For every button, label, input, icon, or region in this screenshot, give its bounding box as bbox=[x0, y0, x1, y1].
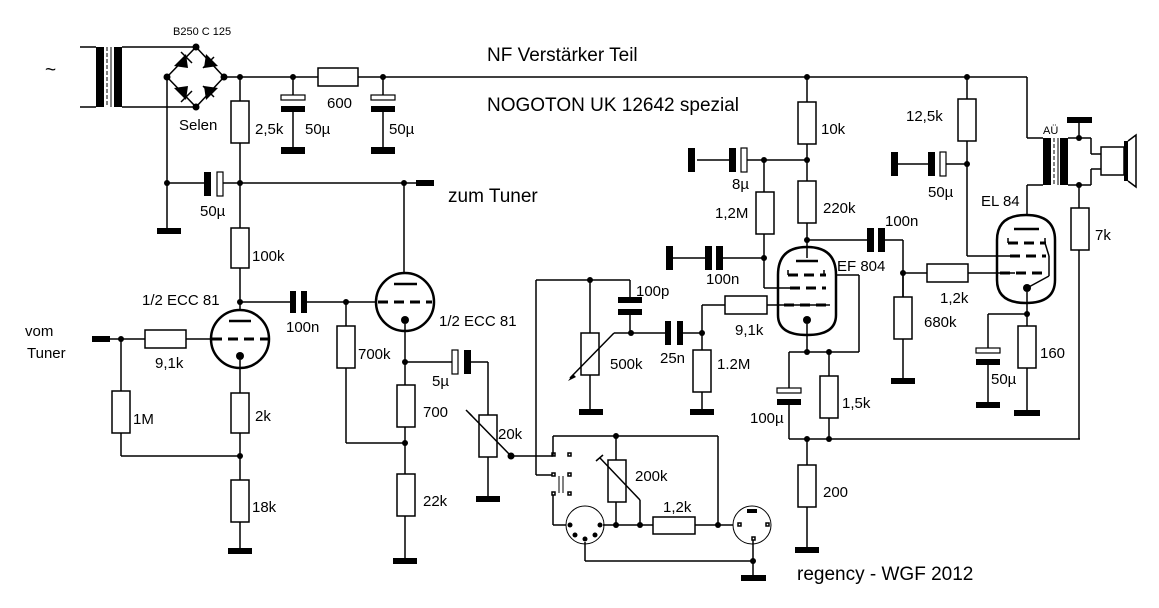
resistor-18k bbox=[230, 479, 250, 523]
resistor-label: 220k bbox=[823, 200, 856, 217]
resistor-label: 700k bbox=[358, 346, 391, 363]
resistor-label: 1,5k bbox=[842, 395, 871, 412]
tube-label: 1/2 ECC 81 bbox=[142, 292, 220, 309]
capacitor-label: 25n bbox=[660, 350, 685, 367]
capacitor-label: 100µ bbox=[750, 410, 784, 427]
capacitor-label: 100n bbox=[286, 319, 319, 336]
mains-transformer-icon bbox=[80, 46, 196, 108]
resistor-10k bbox=[797, 101, 817, 145]
resistor-220k bbox=[797, 180, 817, 224]
din-socket-icon[interactable] bbox=[732, 505, 772, 545]
din-socket-icon[interactable] bbox=[565, 505, 605, 545]
stage-3-pentode: 10k 220k 8µ 1,2M 100n bbox=[666, 77, 1080, 553]
resistor-1-2k-io bbox=[652, 516, 696, 535]
capacitor-label: 100p bbox=[636, 283, 669, 300]
resistor-label: 100k bbox=[252, 248, 285, 265]
capacitor-label: 50µ bbox=[305, 121, 331, 138]
resistor-700 bbox=[396, 384, 416, 428]
resistor-160 bbox=[1017, 325, 1037, 369]
capacitor-label: 50µ bbox=[389, 121, 415, 138]
triode-tube-icon bbox=[374, 271, 436, 333]
stage-1-preamp: vom Tuner 9,1k 1M 1/2 ECC 81 100k 100n bbox=[25, 183, 375, 554]
tube-label: 1/2 ECC 81 bbox=[439, 313, 517, 330]
resistor-label: 1M bbox=[133, 411, 154, 428]
speaker-icon bbox=[1090, 133, 1137, 189]
resistor-200 bbox=[797, 464, 817, 508]
resistor-label: 160 bbox=[1040, 345, 1065, 362]
resistor-680k bbox=[893, 296, 913, 340]
resistor-1-5k bbox=[819, 375, 839, 419]
from-tuner-label: Tuner bbox=[27, 345, 66, 362]
credit-label: regency - WGF 2012 bbox=[797, 564, 973, 585]
resistor-1m bbox=[111, 390, 131, 434]
potentiometer-label: 500k bbox=[610, 356, 643, 373]
potentiometer-label: 200k bbox=[635, 468, 668, 485]
triode-tube-icon bbox=[209, 308, 271, 370]
resistor-12-5k bbox=[957, 98, 977, 142]
from-tuner-label: vom bbox=[25, 323, 53, 340]
capacitor-label: 8µ bbox=[732, 176, 749, 193]
resistor-label: 1,2k bbox=[663, 499, 692, 516]
output-transformer-icon bbox=[1043, 117, 1092, 188]
subtitle-label: NOGOTON UK 12642 spezial bbox=[487, 95, 739, 116]
resistor-label: 1.2M bbox=[717, 356, 750, 373]
resistor-label: 2k bbox=[255, 408, 271, 425]
selen-label: Selen bbox=[179, 117, 217, 134]
capacitor-label: 50µ bbox=[928, 184, 954, 201]
resistor-7k bbox=[1070, 207, 1090, 251]
tube-label: EF 804 bbox=[837, 258, 885, 275]
resistor-22k bbox=[396, 473, 416, 517]
resistor-1-2k-grid bbox=[926, 263, 969, 283]
pentode-tube-icon bbox=[995, 213, 1057, 305]
capacitor-label: 50µ bbox=[200, 203, 226, 220]
resistor-label: 2,5k bbox=[255, 121, 284, 138]
resistor-label: 200 bbox=[823, 484, 848, 501]
resistor-label: 680k bbox=[924, 314, 957, 331]
capacitor-label: 50µ bbox=[991, 371, 1017, 388]
ac-source-symbol: ~ bbox=[45, 60, 56, 81]
tube-label: EL 84 bbox=[981, 193, 1020, 210]
resistor-label: 7k bbox=[1095, 227, 1111, 244]
resistor-label: 10k bbox=[821, 121, 846, 138]
resistor-100k bbox=[230, 227, 250, 269]
tone-network: 500k 100p 25n 1.2M 9,1k bbox=[535, 277, 830, 476]
resistor-9-1k bbox=[724, 295, 768, 315]
title-label: NF Verstärker Teil bbox=[487, 45, 638, 66]
resistor-1-2m bbox=[692, 349, 712, 393]
pentode-tube-icon bbox=[776, 245, 838, 337]
transformer-label: AÜ bbox=[1043, 125, 1058, 137]
bridge-rectifier-icon bbox=[163, 43, 228, 111]
potentiometer-20k bbox=[478, 414, 498, 458]
resistor-label: 22k bbox=[423, 493, 448, 510]
resistor-2-5k bbox=[230, 100, 250, 144]
resistor-label: 600 bbox=[327, 95, 352, 112]
resistor-9-1k bbox=[144, 329, 187, 349]
output-stage: 1,2k 680k 12,5k 50µ bbox=[891, 77, 1137, 439]
resistor-label: 1,2k bbox=[940, 290, 969, 307]
resistor-1-2m-screen bbox=[755, 191, 775, 235]
potentiometer-500k bbox=[580, 332, 600, 376]
io-network: 200k 1,2k bbox=[511, 433, 772, 581]
resistor-label: 9,1k bbox=[155, 355, 184, 372]
capacitor-label: 100n bbox=[706, 271, 739, 288]
resistor-2k bbox=[230, 392, 250, 434]
to-tuner-label: zum Tuner bbox=[448, 186, 538, 207]
resistor-600 bbox=[317, 67, 359, 87]
stage-2-preamp: 1/2 ECC 81 700k 5µ 700 22k 20k bbox=[336, 183, 523, 564]
switch-icon[interactable] bbox=[551, 452, 572, 496]
capacitor-label: 100n bbox=[885, 213, 918, 230]
resistor-700k bbox=[336, 325, 356, 369]
resistor-label: 12,5k bbox=[906, 108, 943, 125]
resistor-label: 18k bbox=[252, 499, 277, 516]
potentiometer-label: 20k bbox=[498, 426, 523, 443]
rectifier-label: B250 C 125 bbox=[173, 26, 231, 38]
potentiometer-200k bbox=[607, 459, 627, 503]
capacitor-label: 5µ bbox=[432, 373, 449, 390]
resistor-label: 9,1k bbox=[735, 322, 764, 339]
power-supply: ~ B250 C 125 Se bbox=[45, 26, 1027, 234]
resistor-label: 1,2M bbox=[715, 205, 748, 222]
resistor-label: 700 bbox=[423, 404, 448, 421]
